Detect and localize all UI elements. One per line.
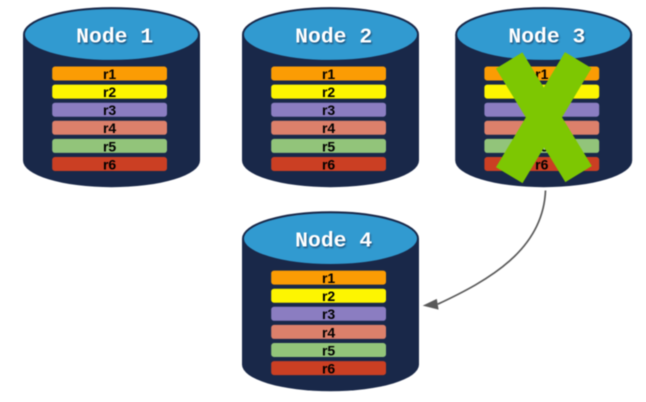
svg-text:Node 2: Node 2 — [295, 26, 372, 50]
svg-text:Node 4: Node 4 — [295, 230, 372, 254]
svg-text:Node 1: Node 1 — [76, 26, 153, 50]
svg-text:Node 3: Node 3 — [508, 26, 585, 50]
